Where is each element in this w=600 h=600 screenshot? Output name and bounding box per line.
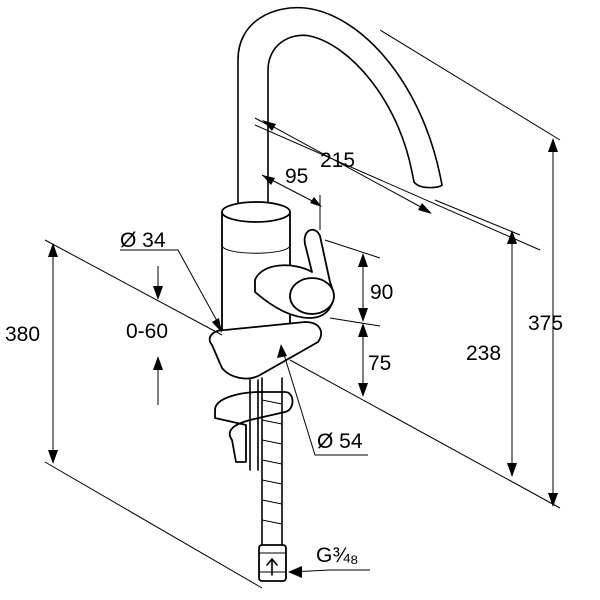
spout-outlet <box>413 181 443 189</box>
label-base-diameter: Ø 54 <box>317 430 363 453</box>
dimension-lines <box>44 29 561 589</box>
faucet <box>208 6 443 582</box>
label-base-to-lever: 75 <box>368 352 391 375</box>
mounting-bolt <box>249 379 259 471</box>
label-lever-offset: 95 <box>285 165 308 188</box>
mounting-bracket <box>214 391 294 463</box>
spout-inner <box>267 34 415 211</box>
label-spout-reach: 215 <box>320 149 355 172</box>
spout-outer <box>237 6 443 211</box>
label-total-below: 380 <box>5 323 40 346</box>
body-band <box>221 244 291 254</box>
label-lever-height: 90 <box>370 281 393 304</box>
label-body-diameter: Ø 34 <box>120 229 166 252</box>
label-spout-clearance: 238 <box>466 342 501 365</box>
label-thread: G¾₈ <box>316 544 359 567</box>
hose-braid <box>261 399 283 525</box>
base-plate <box>208 321 322 380</box>
dimension-labels: 215 95 Ø 34 380 0-60 90 75 238 375 Ø 54 … <box>5 149 563 567</box>
up-arrow-icon <box>266 558 278 576</box>
body-top-ring <box>221 201 291 223</box>
label-total-height: 375 <box>528 312 563 335</box>
label-counter-thickness: 0-60 <box>126 320 168 343</box>
lever-cap <box>289 277 335 315</box>
